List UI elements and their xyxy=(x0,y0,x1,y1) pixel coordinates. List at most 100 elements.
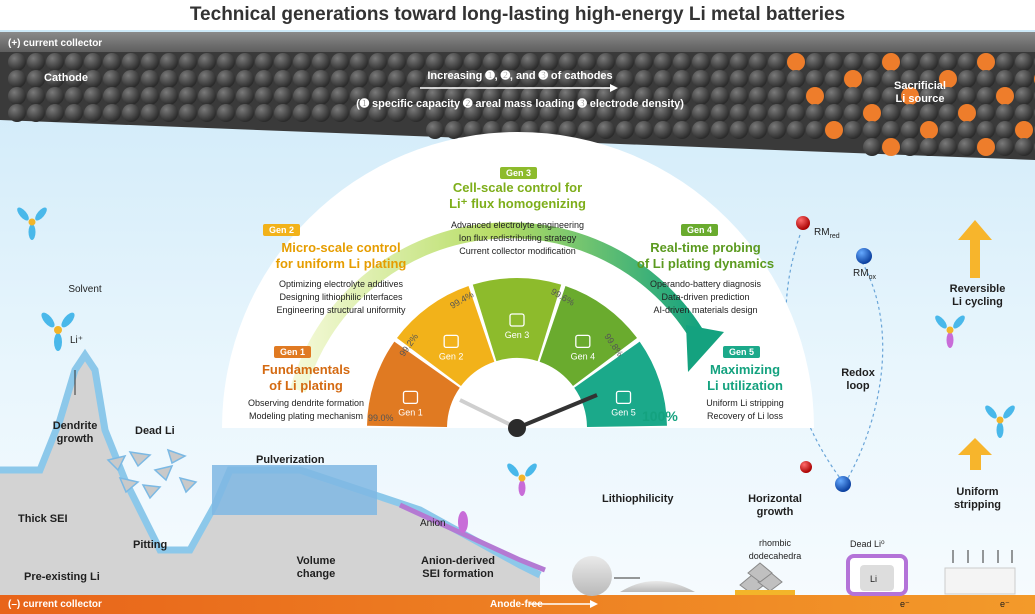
gen-tag: Gen 2 xyxy=(263,224,301,236)
cathode-particle xyxy=(692,70,710,88)
cathode-particle xyxy=(654,104,672,122)
cathode-particle xyxy=(27,70,45,88)
neg-collector-label: (–) current collector xyxy=(8,599,102,610)
cathode-particle xyxy=(958,121,976,139)
cathode-particle xyxy=(749,53,767,71)
cathode-particle xyxy=(350,70,368,88)
rhombic-dodecahedra-shapes xyxy=(739,562,783,595)
gauge-segment-icon xyxy=(575,334,591,349)
cathode-particle xyxy=(578,87,596,105)
gen-tag: Gen 4 xyxy=(681,224,719,236)
cathode-particle xyxy=(350,87,368,105)
cathode-particle xyxy=(958,53,976,71)
cathode-particle xyxy=(996,70,1014,88)
negative-collector-bar xyxy=(0,595,1035,614)
anode-free-arrowhead xyxy=(590,600,598,608)
cathode-particle xyxy=(369,87,387,105)
rm-ox-label: RMox xyxy=(853,267,876,284)
stripping-slab xyxy=(944,567,1016,595)
gen-heading: Micro-scale control for uniform Li plati… xyxy=(275,240,407,271)
cathode-particle xyxy=(863,104,881,122)
cathode-particle xyxy=(730,53,748,71)
cathode-particle xyxy=(616,70,634,88)
cathode-particle xyxy=(331,104,349,122)
cathode-particle xyxy=(445,70,463,88)
li-plus-label: Li⁺ xyxy=(70,335,84,346)
cathode-particle xyxy=(996,87,1014,105)
cathode-particle xyxy=(1015,121,1033,139)
anode-free-label: Anode-free xyxy=(490,599,543,610)
cathode-particle xyxy=(882,121,900,139)
pulverization-label: Pulverization xyxy=(256,454,325,466)
cathode-particle xyxy=(730,121,748,139)
gauge-segment-label: Gen 3 xyxy=(505,330,530,340)
cathode-particle xyxy=(84,70,102,88)
cathode-particle xyxy=(654,121,672,139)
cathode-particle xyxy=(521,53,539,71)
cathode-particle xyxy=(559,121,577,139)
cathode-particle xyxy=(84,104,102,122)
rhombic-label: rhombic dodecahedra xyxy=(748,538,802,561)
cathode-particle xyxy=(65,53,83,71)
cathode-particle xyxy=(616,121,634,139)
cathode-particle xyxy=(863,53,881,71)
anion-sei-label: Anion-derived SEI formation xyxy=(421,555,495,580)
cathode-particle xyxy=(540,70,558,88)
dead-li-fragments xyxy=(106,448,198,500)
cathode-particle xyxy=(483,104,501,122)
rm-red-text: RM xyxy=(814,227,830,238)
lithiophilicity-label: Lithiophilicity xyxy=(602,493,674,505)
cathode-particle xyxy=(502,70,520,88)
cathode-particle xyxy=(217,70,235,88)
rm-red-label: RMred xyxy=(814,226,840,243)
cathode-particle xyxy=(46,53,64,71)
cathode-particle xyxy=(616,104,634,122)
cathode-particle xyxy=(407,53,425,71)
cathode-particle xyxy=(255,70,273,88)
cathode-particle xyxy=(179,87,197,105)
cathode-particle xyxy=(312,104,330,122)
cathode-particle xyxy=(103,87,121,105)
cathode-particle xyxy=(977,104,995,122)
cathode-particle xyxy=(46,70,64,88)
cathode-particle xyxy=(445,121,463,139)
cathode-particle xyxy=(787,70,805,88)
gen-tag: Gen 5 xyxy=(723,346,761,358)
cathode-particle xyxy=(122,87,140,105)
horizontal-growth-label: Horizontal growth xyxy=(748,493,802,518)
cathode-particle xyxy=(1015,70,1033,88)
cathode-particle xyxy=(293,87,311,105)
cathode-particle xyxy=(160,87,178,105)
cathode-particle xyxy=(236,53,254,71)
cathode-particle xyxy=(521,104,539,122)
cathode-label: Cathode xyxy=(44,72,88,84)
increasing-detail-label: (➊ specific capacity ➋ areal mass loadin… xyxy=(356,98,684,110)
pre-existing-li-label: Pre-existing Li xyxy=(24,571,100,583)
li-label: Li xyxy=(870,574,878,584)
cathode-particle xyxy=(521,70,539,88)
cathode-particle xyxy=(578,53,596,71)
cathode-particle xyxy=(312,70,330,88)
dead-li0-core xyxy=(860,565,894,591)
volume-change-label: Volume change xyxy=(296,555,336,580)
cathode-particle xyxy=(445,53,463,71)
increasing-label: Increasing ➊, ➋, and ➌ of cathodes xyxy=(427,70,613,82)
cathode-particle xyxy=(464,121,482,139)
cathode-particle xyxy=(65,70,83,88)
cathode-particle xyxy=(635,87,653,105)
figure-title: Technical generations toward long-lastin… xyxy=(189,4,846,25)
cathode-particle xyxy=(236,70,254,88)
reversible-arrow xyxy=(958,220,992,278)
cathode-particle xyxy=(901,138,919,156)
cathode-particle xyxy=(996,138,1014,156)
gauge-progress-arrowhead xyxy=(686,325,724,372)
cathode-particle xyxy=(654,87,672,105)
cathode-particle xyxy=(179,70,197,88)
cathode-particle xyxy=(711,104,729,122)
gauge-segment-label: Gen 5 xyxy=(611,407,636,417)
cathode-particle xyxy=(426,121,444,139)
